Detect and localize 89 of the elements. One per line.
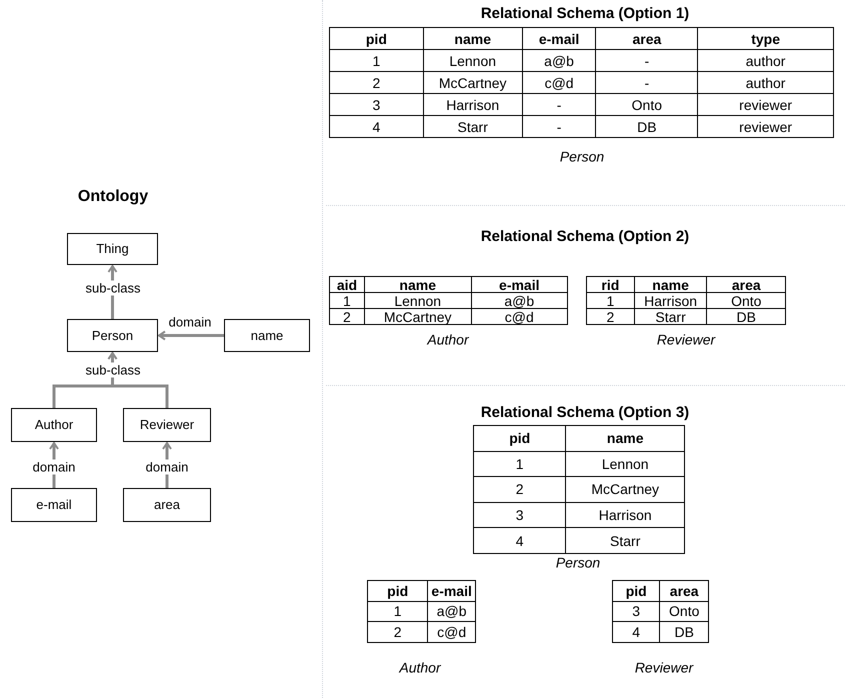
arrow xyxy=(158,330,224,340)
column-header: e-mail xyxy=(471,276,568,292)
table-cell: - xyxy=(522,116,596,138)
table-cell: author xyxy=(698,72,834,94)
column-header: name xyxy=(423,28,522,50)
table-caption: Reviewer xyxy=(634,658,694,678)
table-caption: Author xyxy=(399,658,441,678)
table-cell: 1 xyxy=(330,292,364,308)
table-cell: DB xyxy=(706,308,786,324)
table-cell: - xyxy=(596,50,698,72)
column-header: e-mail xyxy=(522,28,596,50)
table-cell: a@b xyxy=(522,50,596,72)
section-heading: Relational Schema (Option 2) xyxy=(480,227,690,247)
class-box: Author xyxy=(11,408,97,442)
class-box: area xyxy=(123,488,211,522)
section-heading: Relational Schema (Option 1) xyxy=(480,4,690,24)
table-cell: 1 xyxy=(586,292,634,308)
class-box: Reviewer xyxy=(123,408,211,442)
column-header: area xyxy=(596,28,698,50)
table-cell: 4 xyxy=(612,622,660,642)
table-caption: Person xyxy=(560,148,604,166)
edge-label: domain xyxy=(32,460,76,474)
class-box: name xyxy=(224,319,310,352)
table-cell: c@d xyxy=(471,308,568,324)
table-cell: c@d xyxy=(428,622,476,642)
table-cell: Starr xyxy=(423,116,522,138)
table-cell: DB xyxy=(596,116,698,138)
diagram-title: Ontology xyxy=(76,187,150,207)
table-cell: 3 xyxy=(612,601,660,622)
edge-label: sub-class xyxy=(84,280,142,296)
column-header: pid xyxy=(330,28,424,50)
table-cell: McCartney xyxy=(423,72,522,94)
table-caption: Reviewer xyxy=(656,330,716,350)
table-cell: Harrison xyxy=(423,94,522,116)
table-cell: 4 xyxy=(474,528,566,554)
table-cell: 4 xyxy=(330,116,424,138)
table-cell: 3 xyxy=(474,502,566,528)
table-cell: 2 xyxy=(330,72,424,94)
class-box: Person xyxy=(67,319,158,352)
column-header: rid xyxy=(586,276,634,292)
table-cell: Harrison xyxy=(566,502,684,528)
column-header: pid xyxy=(474,426,566,452)
arrow xyxy=(108,352,168,408)
table-caption: Person xyxy=(556,554,600,572)
column-header: area xyxy=(706,276,786,292)
table-cell: 2 xyxy=(368,622,428,642)
edge-label: domain xyxy=(168,314,212,330)
section-heading: Relational Schema (Option 3) xyxy=(480,403,690,423)
column-header: area xyxy=(660,580,708,601)
column-header: name xyxy=(634,276,707,292)
table-cell: 1 xyxy=(368,601,428,622)
table-cell: DB xyxy=(660,622,708,642)
table-cell: McCartney xyxy=(364,308,472,324)
table-cell: 2 xyxy=(586,308,634,324)
table-cell: Onto xyxy=(660,601,708,622)
table-cell: Harrison xyxy=(634,292,707,308)
table-cell: Starr xyxy=(634,308,707,324)
table-cell: reviewer xyxy=(698,94,834,116)
column-header: e-mail xyxy=(428,580,476,601)
column-header: name xyxy=(566,426,684,452)
table-cell: Lennon xyxy=(364,292,472,308)
column-header: pid xyxy=(612,580,660,601)
table-cell: - xyxy=(596,72,698,94)
table-cell: Lennon xyxy=(423,50,522,72)
table-caption: Author xyxy=(427,330,469,350)
table-cell: - xyxy=(522,94,596,116)
column-header: name xyxy=(364,276,472,292)
table-cell: 3 xyxy=(330,94,424,116)
table-cell: Lennon xyxy=(566,451,684,477)
table-cell: Onto xyxy=(596,94,698,116)
table-cell: a@b xyxy=(471,292,568,308)
table-cell: 2 xyxy=(474,476,566,502)
table-cell: 2 xyxy=(330,308,364,324)
edge-label: domain xyxy=(144,460,190,474)
table-cell: 1 xyxy=(474,451,566,477)
table-cell: reviewer xyxy=(698,116,834,138)
edge-label: sub-class xyxy=(84,362,142,378)
column-header: type xyxy=(698,28,834,50)
class-box: e-mail xyxy=(11,488,97,522)
column-header: aid xyxy=(330,276,364,292)
class-box: Thing xyxy=(67,233,158,265)
table-cell: Starr xyxy=(566,528,684,554)
table-cell: 1 xyxy=(330,50,424,72)
table-cell: a@b xyxy=(428,601,476,622)
column-header: pid xyxy=(368,580,428,601)
table-cell: author xyxy=(698,50,834,72)
table-cell: Onto xyxy=(706,292,786,308)
table-cell: c@d xyxy=(522,72,596,94)
table-cell: McCartney xyxy=(566,476,684,502)
